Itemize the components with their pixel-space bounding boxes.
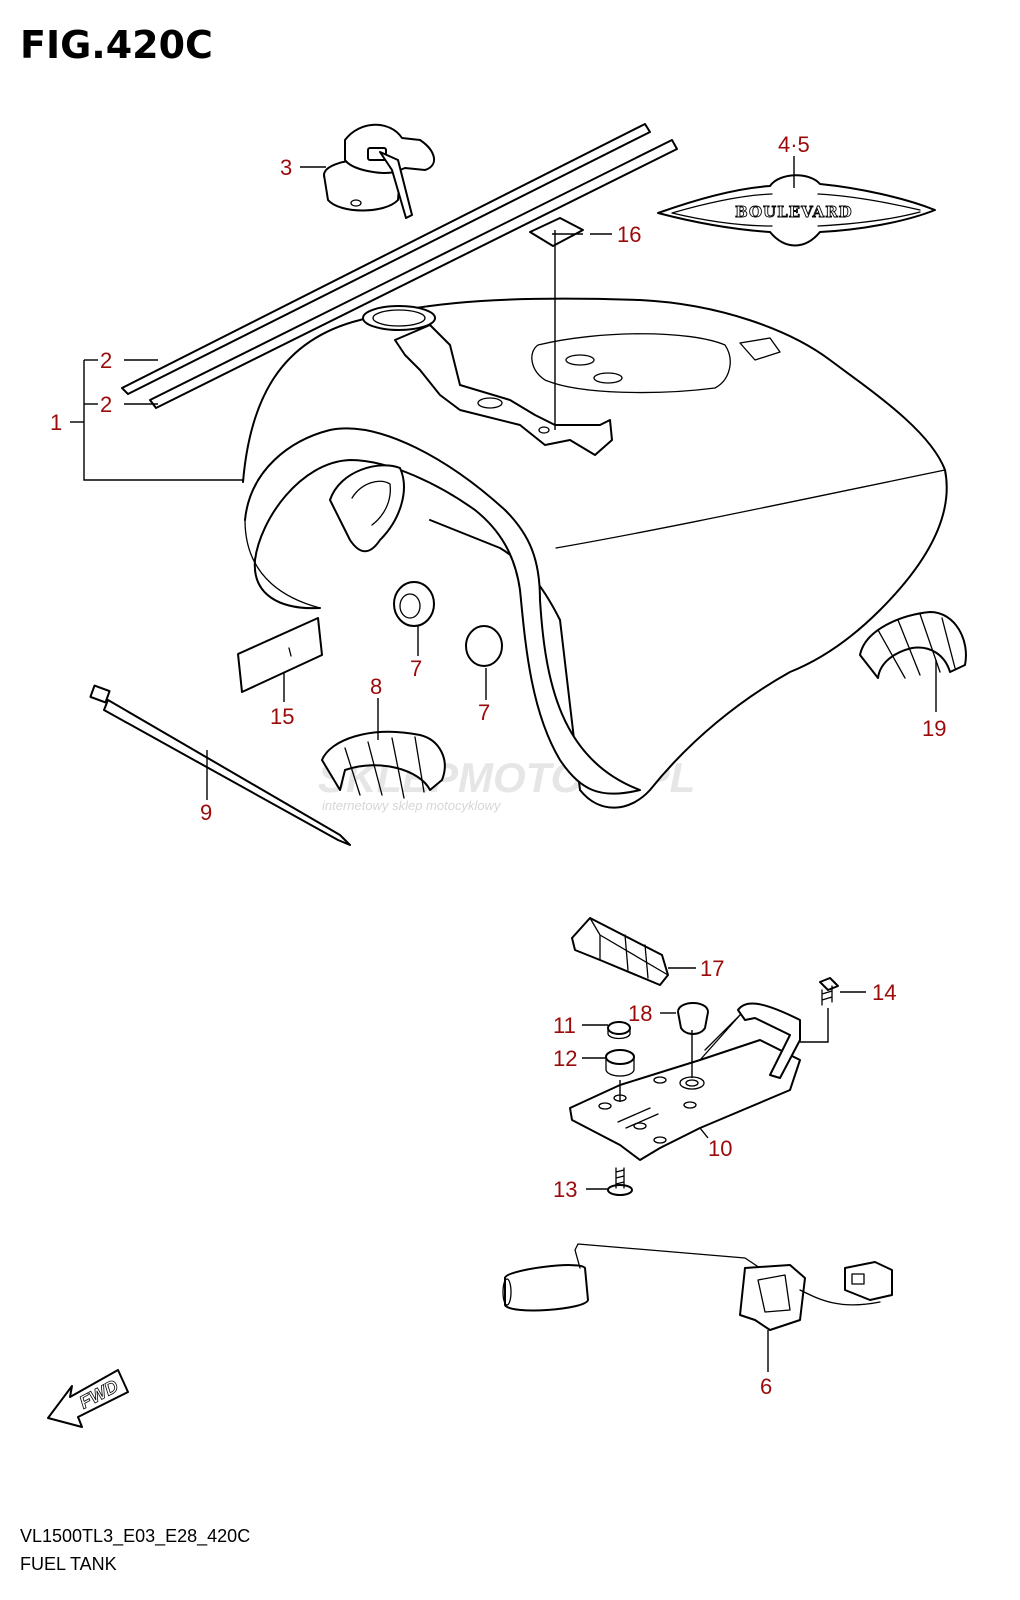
figure-code: VL1500TL3_E03_E28_420C <box>20 1526 250 1547</box>
callout-7a: 7 <box>410 656 422 681</box>
callout-3: 3 <box>280 155 292 180</box>
emblem-text: BOULEVARD <box>735 203 853 221</box>
callout-7b: 7 <box>478 700 490 725</box>
part-19-cushion <box>859 611 967 679</box>
callout-1: 1 <box>50 410 62 435</box>
part-7-cushion-a <box>393 581 435 627</box>
part-1-fuel-tank <box>242 297 948 809</box>
callout-14: 14 <box>872 980 896 1005</box>
callout-10: 10 <box>708 1136 732 1161</box>
callout-13: 13 <box>553 1177 577 1202</box>
callout-12: 12 <box>553 1046 577 1071</box>
callout-17: 17 <box>700 956 724 981</box>
part-17-cushion <box>571 917 669 986</box>
watermark-tagline: internetowy sklep motocyklowy <box>322 798 502 813</box>
part-11-collar <box>607 1021 631 1040</box>
part-16-label <box>529 217 584 247</box>
callout-4-5: 4·5 <box>778 132 810 157</box>
part-7-cushion-b <box>465 625 503 667</box>
figure-title: FIG.420C <box>20 23 213 67</box>
part-10-bracket <box>569 1002 801 1161</box>
callout-6: 6 <box>760 1374 772 1399</box>
part-4-5-emblem: BOULEVARD <box>657 174 936 247</box>
part-8-cushion <box>321 730 446 799</box>
callout-19: 19 <box>922 716 946 741</box>
callout-2b: 2 <box>100 392 112 417</box>
part-2-rubber-strips <box>121 123 678 409</box>
callout-labels: 1 2 2 3 4·5 16 7 7 8 15 9 19 17 18 11 12… <box>50 132 946 1399</box>
part-3-fuel-cap <box>323 123 435 219</box>
callout-16: 16 <box>617 222 641 247</box>
callout-8: 8 <box>370 674 382 699</box>
figure-name: FUEL TANK <box>20 1554 117 1574</box>
callout-18: 18 <box>628 1001 652 1026</box>
part-14-bolt <box>819 977 839 1006</box>
part-15-label <box>237 617 323 693</box>
part-9-cable-tie <box>89 684 351 846</box>
part-12-cushion <box>605 1049 635 1077</box>
part-13-screw <box>607 1167 633 1196</box>
callout-2a: 2 <box>100 348 112 373</box>
part-18-rubber <box>677 1002 709 1035</box>
part-6-fuel-level-gauge <box>502 1243 893 1331</box>
leader-lines <box>70 156 937 1372</box>
fwd-arrow-icon: FWD <box>47 1369 129 1428</box>
callout-9: 9 <box>200 800 212 825</box>
callout-11: 11 <box>553 1013 576 1038</box>
callout-15: 15 <box>270 704 294 729</box>
